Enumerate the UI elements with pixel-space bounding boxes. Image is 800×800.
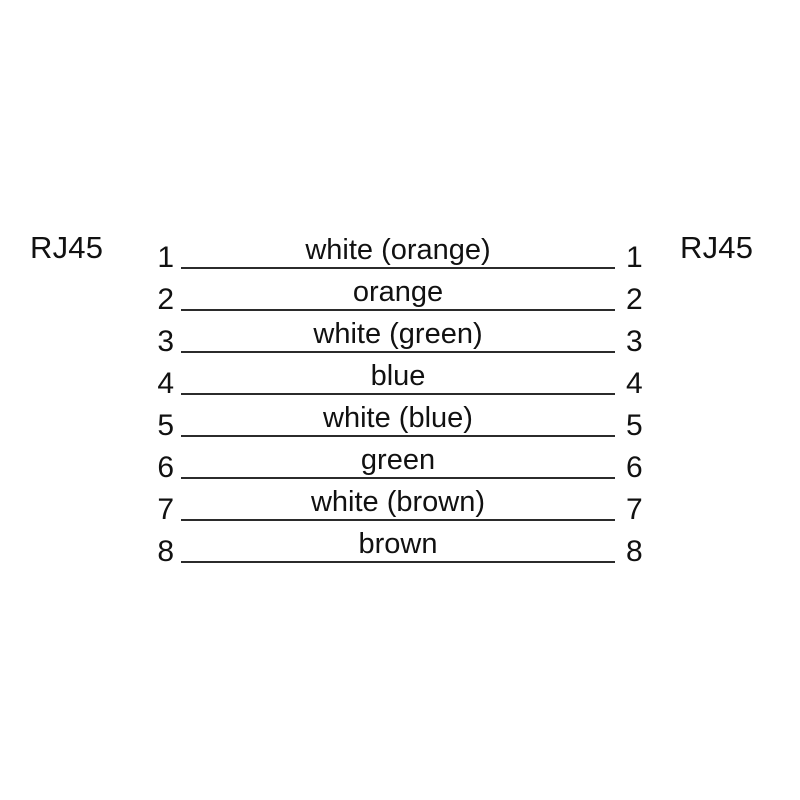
right-connector-label: RJ45: [680, 230, 754, 265]
left-pin-number: 5: [157, 409, 174, 442]
left-pin-number: 7: [157, 493, 174, 526]
right-pin-number: 1: [626, 241, 643, 274]
left-pin-number: 2: [157, 283, 174, 316]
right-pin-number: 3: [626, 325, 643, 358]
wire-line: [181, 435, 615, 437]
wire-label: white (blue): [323, 402, 473, 434]
wire-line: [181, 267, 615, 269]
wire-line: [181, 519, 615, 521]
left-pin-number: 6: [157, 451, 174, 484]
wire-label: white (green): [313, 318, 483, 350]
wire-line: [181, 393, 615, 395]
wire-line: [181, 477, 615, 479]
wire-label: white (brown): [310, 486, 486, 518]
left-pin-number: 1: [157, 241, 174, 274]
left-pin-number: 3: [157, 325, 174, 358]
wire-label: green: [360, 444, 436, 476]
wire-line: [181, 351, 615, 353]
right-pin-number: 7: [626, 493, 643, 526]
right-pin-number: 6: [626, 451, 643, 484]
wire-label: white (orange): [305, 234, 491, 266]
right-pin-number: 5: [626, 409, 643, 442]
wire-label: orange: [352, 276, 444, 308]
wire-line: [181, 561, 615, 563]
right-pin-number: 2: [626, 283, 643, 316]
left-pin-number: 4: [157, 367, 174, 400]
right-pin-number: 8: [626, 535, 643, 568]
right-pin-number: 4: [626, 367, 643, 400]
wire-label: brown: [358, 528, 438, 560]
left-pin-number: 8: [157, 535, 174, 568]
left-connector-label: RJ45: [30, 230, 104, 265]
wire-line: [181, 309, 615, 311]
wire-label: blue: [370, 360, 426, 392]
